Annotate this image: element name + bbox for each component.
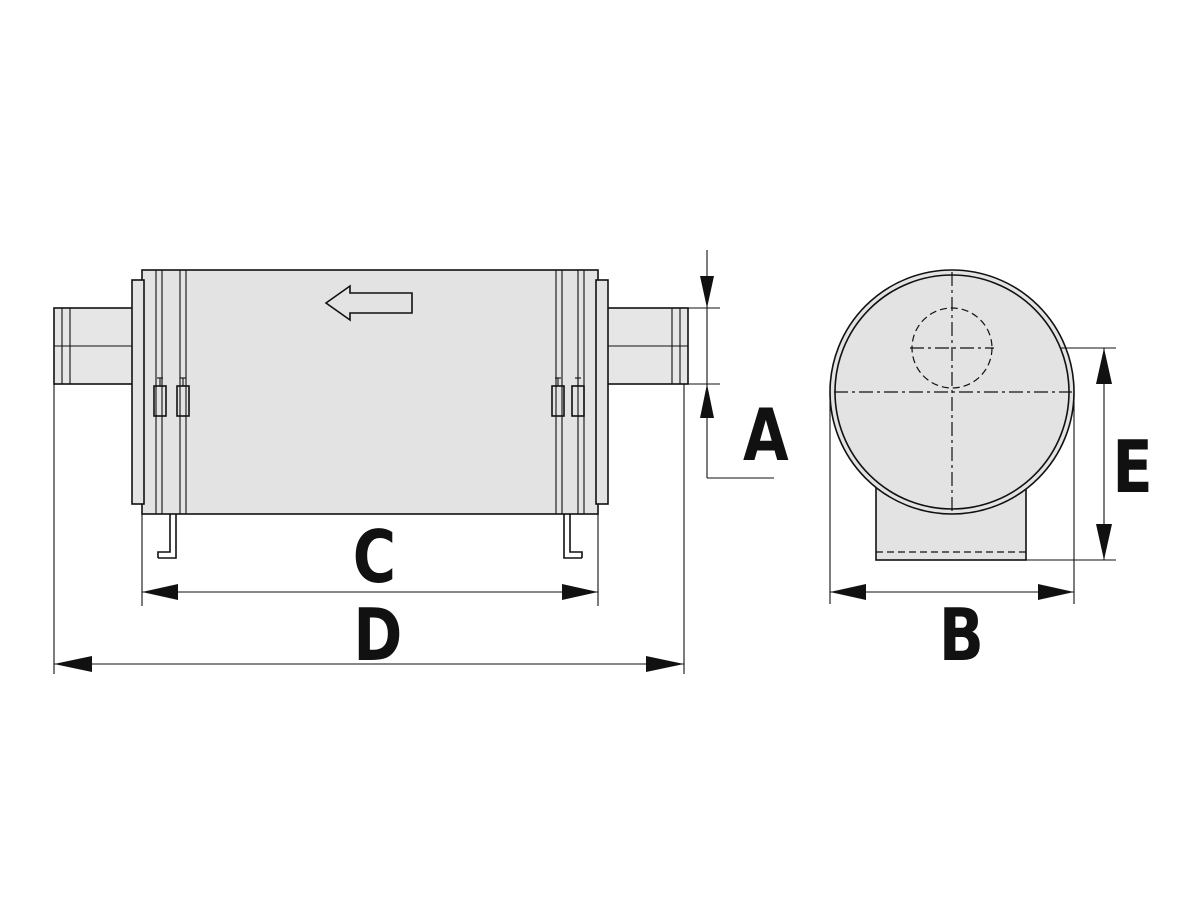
dimension-c: C (141, 514, 599, 606)
left-end-cap (131, 279, 145, 505)
clamp-bolts (153, 377, 585, 417)
mounting-feet (157, 514, 583, 559)
side-view (53, 269, 689, 559)
left-clamp-bands (155, 270, 187, 514)
flow-direction-arrow (324, 284, 413, 322)
dimension-e: E (1026, 347, 1153, 561)
label-a: A (743, 393, 789, 477)
label-e: E (1112, 425, 1152, 509)
right-pipe (605, 307, 689, 385)
label-d: D (353, 593, 402, 677)
label-c: C (353, 515, 396, 599)
right-end-cap (595, 279, 609, 505)
left-pipe (53, 307, 137, 385)
dimension-b: B (829, 392, 1075, 677)
dimension-a: A (688, 250, 789, 479)
label-b: B (939, 593, 984, 677)
end-view (829, 269, 1075, 561)
dimension-d: D (53, 384, 685, 677)
muffler-body (141, 269, 599, 515)
